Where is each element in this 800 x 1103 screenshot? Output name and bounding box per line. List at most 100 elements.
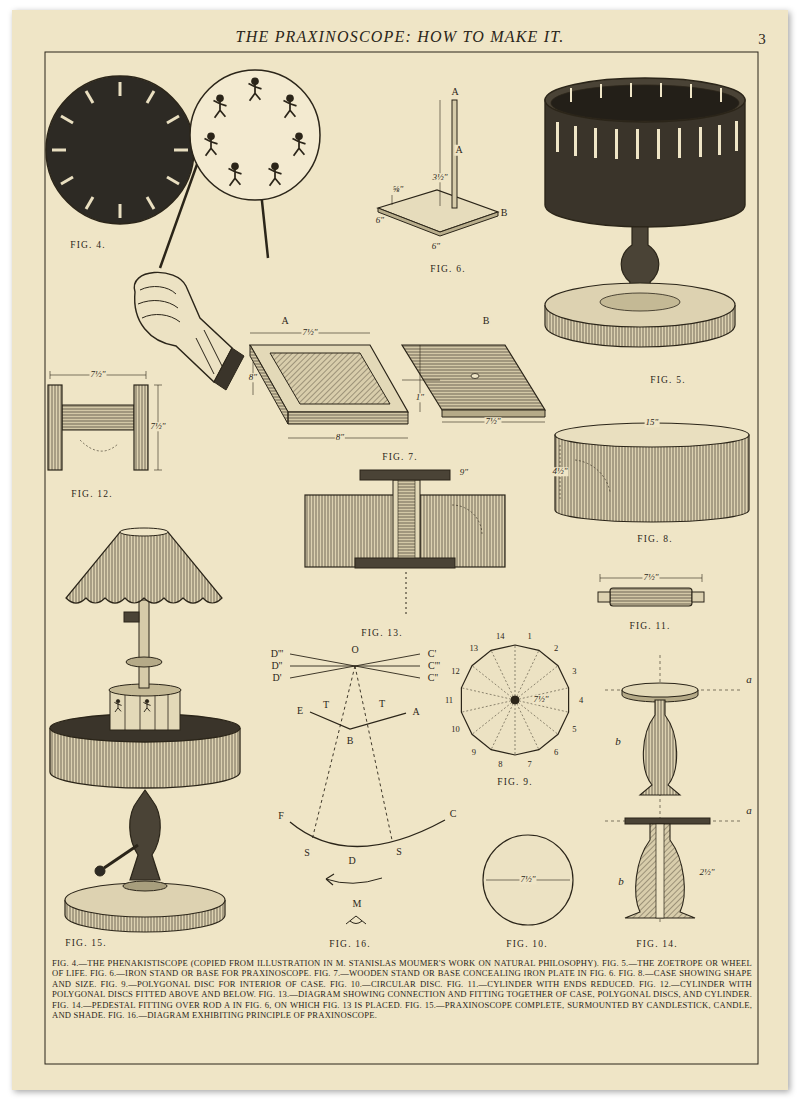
phenakistiscope-figure-part (229, 163, 242, 186)
point-letter: A (454, 145, 463, 156)
phenakistiscope-figure-part (134, 272, 232, 382)
dimension-label: 7½" (642, 573, 659, 582)
cylinder-figure-part (600, 574, 702, 582)
dimension-label: 8" (248, 373, 258, 382)
zoetrope-figure-part (556, 122, 559, 152)
zoetrope-figure-part (570, 88, 572, 102)
circular-disc-figure (483, 835, 573, 925)
zoetrope-figure (545, 78, 745, 347)
figure-label: FIG. 7. (381, 453, 419, 463)
phenakistiscope-figure-part (86, 197, 93, 209)
figure-label: FIG. 4. (69, 241, 107, 251)
principle-diagram-part (326, 874, 334, 885)
pedestal-figure-part (656, 824, 664, 918)
phenakistiscope-figure-part (61, 116, 73, 123)
praxinoscope-figure-part (104, 845, 138, 868)
phenakistiscope-figure-part (61, 177, 73, 184)
polygonal-disc-figure-part (461, 645, 568, 755)
zoetrope-figure-part (574, 126, 577, 156)
page-title: THE PRAXINOSCOPE: HOW TO MAKE IT. (0, 28, 800, 46)
iron-stand-figure-part (440, 100, 441, 206)
cylinder-with-discs-figure-part (134, 385, 148, 470)
phenakistiscope-figure-part (205, 133, 218, 156)
iron-stand-figure-part (378, 208, 498, 236)
principle-diagram-part (290, 820, 445, 847)
phenakistiscope-figure-part (167, 116, 179, 123)
zoetrope-figure-part (570, 83, 722, 102)
dimension-label: ⅝" (392, 185, 405, 194)
point-letter: T (322, 700, 330, 711)
cylinder-with-discs-figure-part (50, 371, 162, 470)
phenakistiscope-figure-part (293, 133, 306, 156)
point-letter: a (745, 674, 753, 686)
zoetrope-figure-part (699, 127, 702, 157)
phenakistiscope-figure-part (249, 78, 262, 101)
polygonal-disc-figure-part (511, 696, 519, 704)
zoetrope-figure-part (600, 293, 680, 311)
praxinoscope-figure-part (143, 699, 150, 712)
figure-label: FIG. 14. (635, 940, 679, 950)
phenakistiscope-figure-part (52, 82, 188, 218)
point-letter: A (280, 316, 289, 327)
cylinder-with-discs-figure-part (62, 405, 134, 430)
wooden-stand-figure-part (442, 410, 545, 417)
dimension-label: 1" (415, 393, 425, 402)
point-letter: D''' (270, 649, 285, 660)
dimension-label: 7½" (89, 370, 106, 379)
praxinoscope-figure-part (139, 600, 149, 688)
disc-number: 2 (553, 644, 559, 653)
phenakistiscope-figure-part (147, 197, 154, 209)
figure-label: FIG. 12. (70, 490, 114, 500)
figure-caption: FIG. 4.—THE PHENAKISTISCOPE (COPIED FROM… (52, 958, 752, 1021)
cylinder-figure-part (692, 592, 704, 602)
page-number: 3 (757, 32, 767, 48)
praxinoscope-figure-part (123, 881, 167, 891)
zoetrope-figure-part (718, 125, 721, 155)
pedestal-figure-part (625, 824, 695, 918)
zoetrope-figure-part (636, 129, 639, 159)
zoetrope-figure-part (551, 85, 739, 121)
paper-part (12, 10, 788, 1090)
case-figure (555, 423, 749, 522)
praxinoscope-figure-part (130, 790, 161, 880)
praxinoscope-figure-part (66, 532, 222, 603)
paper-part (45, 52, 758, 1064)
point-letter: C'' (427, 673, 439, 684)
polygonal-disc-figure (461, 645, 568, 755)
zoetrope-figure-part (660, 83, 662, 97)
disc-number: 14 (495, 631, 506, 640)
wooden-stand-figure-part (250, 345, 408, 412)
phenakistiscope-figure-part (284, 95, 297, 118)
iron-stand-figure-part (392, 195, 393, 205)
dimension-label: 8" (335, 433, 345, 442)
phenakistiscope-figure-part (119, 82, 122, 96)
dimension-label: 4½" (551, 467, 568, 476)
disc-number: 1 (527, 631, 533, 640)
point-letter: B (500, 208, 509, 219)
figure-label: FIG. 13. (360, 629, 404, 639)
phenakistiscope-figure-part (214, 348, 244, 390)
assembly-section-figure-part (406, 572, 407, 615)
point-letter: S (395, 847, 403, 858)
zoetrope-figure-part (630, 83, 632, 97)
point-letter: b (617, 876, 625, 888)
assembly-section-figure-part (398, 480, 415, 560)
phenakistiscope-figure-part (167, 177, 179, 184)
phenakistiscope-figure-part (86, 91, 93, 103)
zoetrope-figure-part (690, 84, 692, 98)
point-letter: O (350, 645, 359, 656)
point-letter: S (303, 848, 311, 859)
zoetrope-figure-part (545, 78, 745, 122)
principle-diagram-part (312, 666, 392, 840)
zoetrope-figure-part (615, 129, 618, 159)
praxinoscope-figure-part (124, 612, 139, 622)
paper (12, 10, 788, 1090)
pedestal-figure-part (640, 700, 680, 795)
point-letter: E (296, 706, 304, 717)
principle-diagram-part (310, 712, 406, 729)
figure-label: FIG. 5. (649, 376, 687, 386)
disc-number: 13 (469, 644, 480, 653)
dimension-label: 7½" (149, 422, 166, 431)
assembly-section-figure (305, 470, 505, 615)
